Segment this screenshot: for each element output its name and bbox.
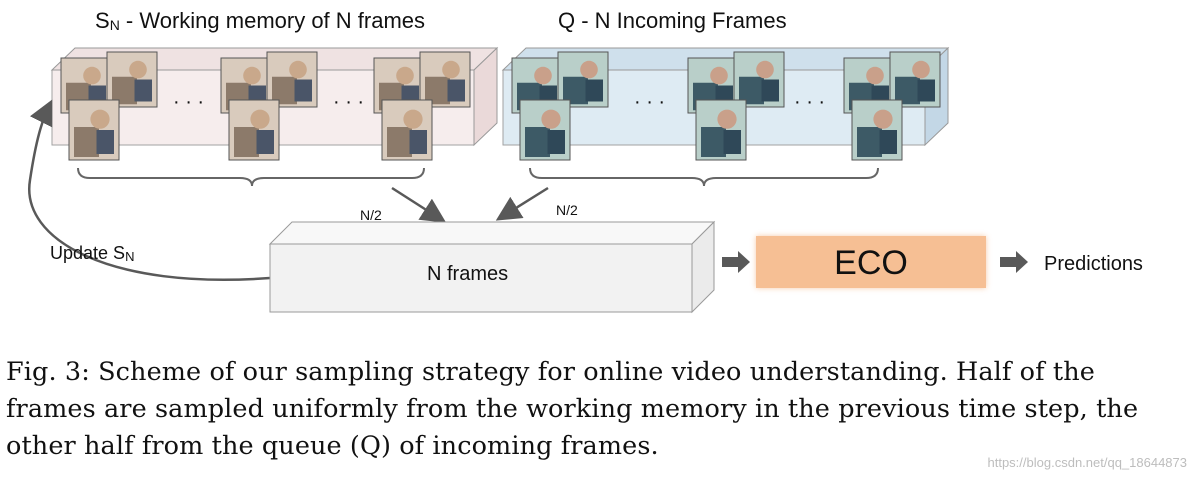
update-label: Update SN [50, 243, 134, 264]
figure-caption: Fig. 3: Scheme of our sampling strategy … [6, 357, 1139, 461]
memory-frame-thumbnail [266, 51, 318, 108]
queue-ellipsis-2: · · · [794, 91, 825, 113]
memory-frame-thumbnail [106, 51, 158, 108]
memory-frame-thumbnail [381, 99, 433, 161]
memory-ellipsis-1: · · · [173, 91, 204, 113]
queue-title: Q - N Incoming Frames [558, 8, 787, 33]
memory-sample-arrow [391, 186, 447, 223]
memory-brace [77, 167, 425, 187]
queue-brace [529, 167, 879, 187]
queue-frame-thumbnail [695, 99, 747, 161]
queue-frame-thumbnail [519, 99, 571, 161]
update-feedback-arrow [28, 99, 271, 282]
to-eco-arrow [722, 251, 750, 273]
queue-frame-thumbnail [851, 99, 903, 161]
queue-frame-thumbnail [889, 51, 941, 108]
memory-frame-stack [60, 51, 471, 161]
half-right-label: N/2 [556, 202, 578, 218]
n-frames-label: N frames [427, 263, 508, 285]
sampling-scheme-diagram: SN - Working memory of N frames Q - N In… [28, 8, 1143, 314]
queue-frame-thumbnail [733, 51, 785, 108]
predictions-label: Predictions [1044, 253, 1143, 275]
memory-frame-thumbnail [419, 51, 471, 108]
queue-ellipsis-1: · · · [634, 91, 665, 113]
half-left-label: N/2 [360, 207, 382, 223]
n-frames-box [268, 220, 716, 314]
queue-sample-arrow [495, 186, 549, 221]
memory-ellipsis-2: · · · [333, 91, 364, 113]
memory-frame-thumbnail [228, 99, 280, 161]
memory-title: SN - Working memory of N frames [95, 8, 425, 33]
to-predictions-arrow [1000, 251, 1028, 273]
eco-box [756, 236, 986, 288]
queue-frame-thumbnail [557, 51, 609, 108]
eco-label: ECO [834, 244, 908, 282]
memory-frame-thumbnail [68, 99, 120, 161]
source-watermark: https://blog.csdn.net/qq_18644873 [987, 455, 1188, 470]
queue-frame-stack [511, 51, 941, 161]
